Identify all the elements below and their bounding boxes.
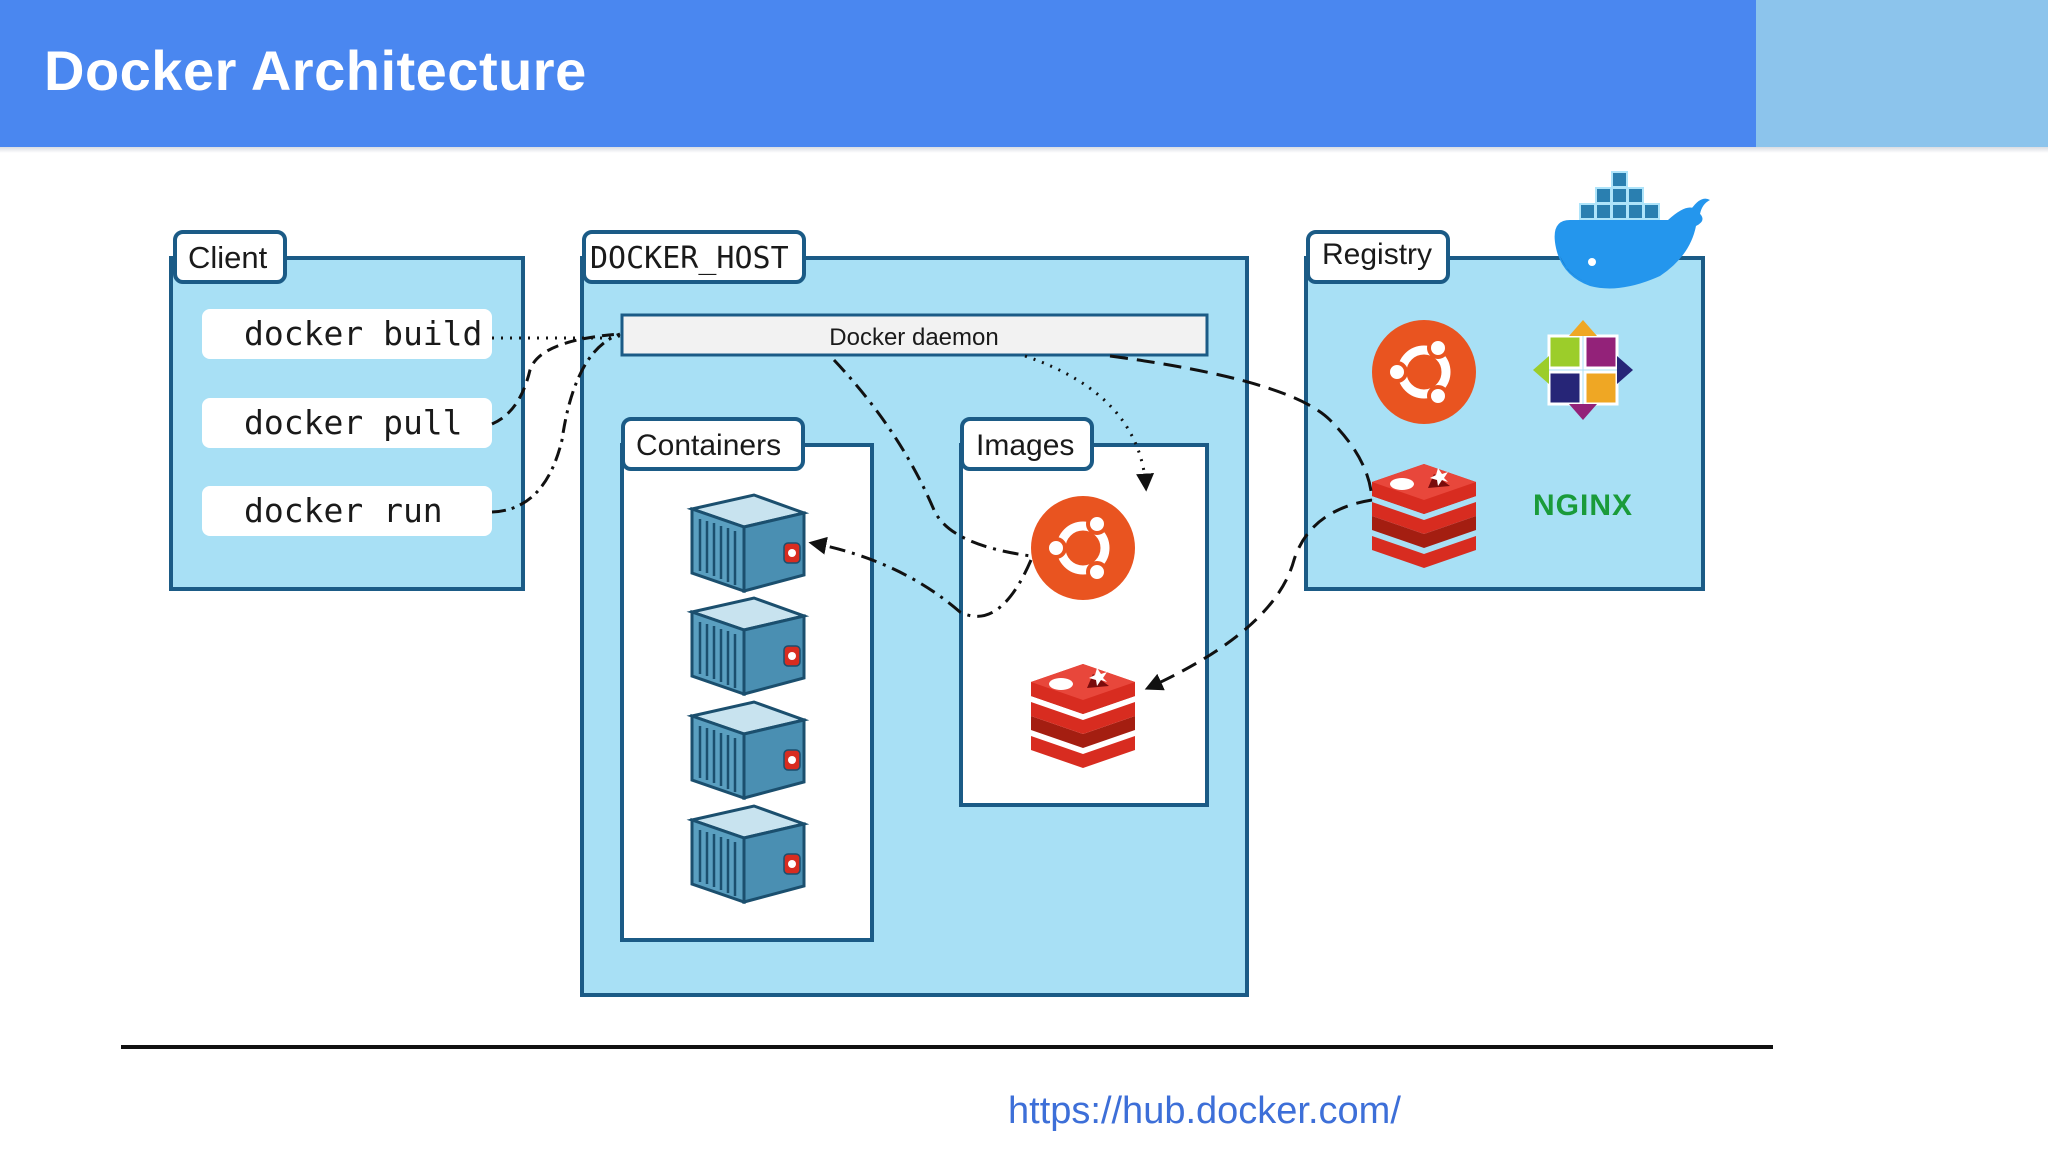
header-shadow [0, 147, 2048, 153]
docker-host-tab [582, 230, 806, 284]
docker-build-command [202, 309, 492, 359]
container-icon [690, 700, 806, 800]
run-connector [491, 332, 621, 514]
daemon-to-ubuntu-connector [1024, 354, 1155, 492]
bottom-divider [121, 1045, 1773, 1049]
client-box: Client docker build docker pull docker r… [169, 230, 525, 591]
header-corner-block [1756, 0, 2048, 147]
registry-to-redis-image-connector [1144, 498, 1373, 691]
slide-title: Docker Architecture [44, 39, 587, 102]
centos-icon [1533, 320, 1633, 420]
daemon-to-image-connector [832, 358, 1032, 558]
nginx-logo: NGINX [1533, 489, 1633, 522]
image-to-container-connector [808, 536, 1033, 618]
docker-hub-link[interactable]: https://hub.docker.com/ [1008, 1090, 1401, 1132]
registry-box: Registry [1304, 171, 1710, 591]
client-label: Client [188, 240, 268, 275]
pull-connector [491, 332, 621, 426]
docker-daemon-label: Docker daemon [829, 324, 998, 351]
docker-host-box: DOCKER_HOST Docker daemon Containers Ima… [580, 230, 1249, 997]
docker-run-command [202, 486, 492, 536]
container-icon [690, 493, 806, 593]
images-label: Images [976, 429, 1074, 462]
ubuntu-icon [1031, 496, 1135, 600]
images-tab [960, 417, 1094, 471]
registry-tab [1306, 230, 1450, 284]
daemon-to-registry-connector [1109, 354, 1374, 501]
container-icon [690, 804, 806, 904]
slide-header [0, 0, 2048, 147]
docker-build-label: docker build [244, 314, 482, 353]
docker-run-label: docker run [244, 491, 443, 530]
docker-whale-icon [1554, 171, 1710, 289]
registry-label: Registry [1322, 238, 1432, 271]
client-tab [173, 230, 287, 284]
containers-tab [621, 417, 805, 471]
docker-pull-label: docker pull [244, 403, 463, 442]
containers-label: Containers [636, 429, 781, 462]
container-icon [690, 596, 806, 696]
ubuntu-icon [1372, 320, 1476, 424]
docker-daemon-bar [620, 313, 1209, 357]
flow-connectors [491, 332, 1374, 691]
docker-pull-command [202, 398, 492, 448]
docker-host-label: DOCKER_HOST [590, 241, 789, 276]
